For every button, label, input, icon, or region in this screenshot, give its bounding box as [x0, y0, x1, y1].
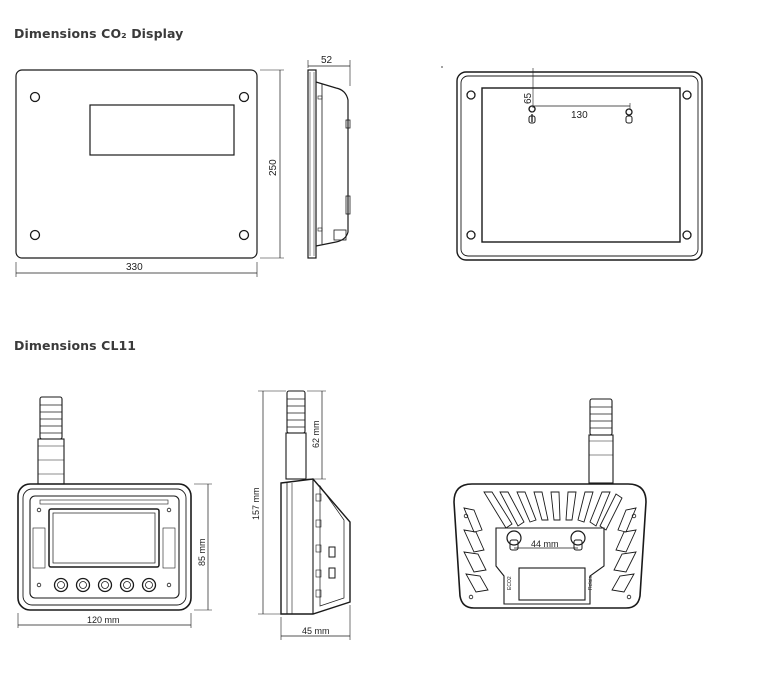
co2-width-label: 330	[126, 262, 143, 273]
section-title-co2-display: Dimensions CO₂ Display	[14, 26, 184, 41]
cl11-width-label: 120 mm	[87, 615, 120, 625]
co2-height-label: 250	[268, 159, 279, 176]
co2-front-view	[15, 69, 284, 277]
cl11-back-label-right: Relais	[588, 576, 594, 590]
cl11-side-view	[258, 390, 351, 640]
cl11-height-label: 85 mm	[197, 538, 207, 566]
cl11-hole-spacing-label: 44 mm	[531, 539, 559, 549]
cl11-front-view	[17, 396, 212, 628]
cl11-back-view	[453, 398, 647, 609]
co2-side-view	[307, 60, 351, 259]
co2-hole-spacing-label: 130	[571, 110, 588, 121]
co2-depth-label: 52	[321, 55, 333, 66]
section-title-cl11: Dimensions CL11	[14, 338, 137, 353]
cl11-back-label-left: ECO2	[507, 576, 513, 590]
cl11-total-height-label: 157 mm	[251, 487, 261, 520]
cl11-sensor-height-label: 62 mm	[311, 420, 321, 448]
cl11-depth-label: 45 mm	[302, 626, 330, 636]
co2-back-view	[441, 66, 703, 261]
co2-hole-offset-label: 65	[523, 92, 534, 104]
